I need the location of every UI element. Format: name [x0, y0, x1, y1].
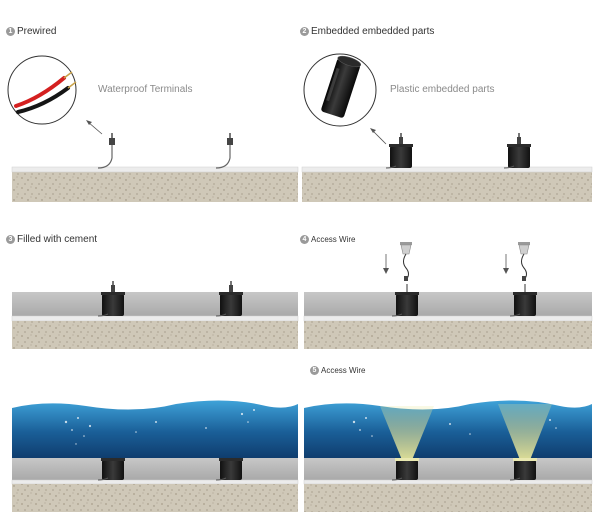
step-2-callout: Plastic embedded parts	[390, 84, 495, 95]
water-bubbles	[352, 417, 557, 437]
callout-arrow	[370, 128, 387, 145]
cement-layer	[12, 458, 298, 480]
underwater-light-left	[97, 458, 125, 481]
soil-layer	[12, 484, 298, 512]
step-5-number: 5	[310, 366, 319, 375]
soil-layer	[304, 321, 592, 349]
down-arrow-left	[383, 254, 389, 274]
callout-arrow	[86, 120, 103, 135]
cement-layer	[304, 458, 592, 480]
embedded-part-right	[215, 281, 243, 317]
step-4-title-text: Access Wire	[311, 235, 356, 244]
light-fixture-right	[518, 242, 530, 281]
step-2-number: 2	[300, 27, 309, 36]
step-2-scene	[301, 53, 593, 202]
cement-layer	[12, 292, 298, 316]
water-bubbles	[64, 409, 255, 445]
step-1-scene	[7, 55, 299, 202]
soil-layer	[302, 172, 592, 202]
light-beam-left	[380, 406, 434, 460]
lit-light-left	[391, 458, 419, 481]
soil-layer	[12, 321, 298, 349]
step-5-left-panel	[6, 392, 299, 516]
embedded-part-left	[97, 281, 125, 317]
water-layer	[12, 400, 298, 458]
soil-layer	[304, 484, 592, 512]
embedded-part-zoom-circle	[303, 53, 377, 127]
terminal-zoom-circle	[7, 55, 77, 125]
waterproof-terminal-right	[215, 133, 233, 169]
lit-light-right	[509, 458, 537, 481]
embedded-part-right	[503, 133, 531, 169]
step-3-title-text: Filled with cement	[17, 234, 98, 245]
step-5-title-text: Access Wire	[321, 366, 366, 375]
step-1-callout: Waterproof Terminals	[98, 84, 193, 95]
light-beam-right	[498, 404, 552, 460]
down-arrow-right	[503, 254, 509, 274]
water-scene-left	[11, 400, 299, 512]
light-fixture-left	[400, 242, 412, 281]
step-2-title-text: Embedded embedded parts	[311, 26, 435, 37]
underwater-light-right	[215, 458, 243, 481]
step-1-title-text: Prewired	[17, 26, 57, 37]
cement-layer	[304, 292, 592, 316]
embedded-part-left	[391, 284, 419, 317]
water-scene-right	[303, 400, 593, 512]
step-3-number: 3	[6, 235, 15, 244]
waterproof-terminal-left	[97, 133, 115, 169]
step-3-scene	[11, 281, 299, 349]
step-4-number: 4	[300, 235, 309, 244]
step-1-number: 1	[6, 27, 15, 36]
embedded-part-left	[385, 133, 413, 169]
soil-layer	[12, 172, 298, 202]
step-4-scene	[303, 242, 593, 349]
embedded-part-right	[509, 284, 537, 317]
